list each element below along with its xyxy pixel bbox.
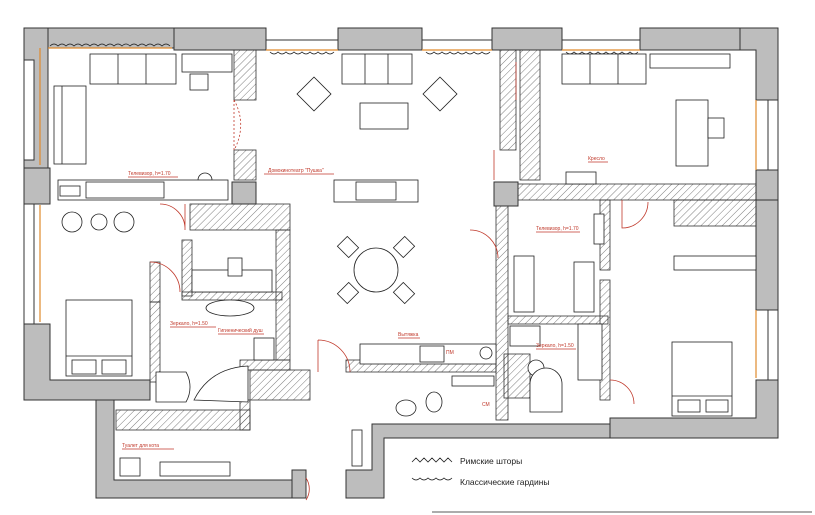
roman-blinds-symbol <box>411 457 453 463</box>
label-speaker: Домокинотеатр "Пушка" <box>268 168 324 174</box>
curtains <box>39 43 757 378</box>
doors <box>149 62 649 501</box>
furniture <box>53 53 757 477</box>
label-cat-toilet: Туалет для кота <box>122 443 159 449</box>
outer-walls <box>23 27 779 499</box>
label-hood: Вытяжка <box>398 332 419 338</box>
classic-curtains-symbol <box>411 477 453 481</box>
label-tv-right: Телевизор, h=1.70 <box>536 226 579 232</box>
legend-classic-curtains: Классические гардины <box>460 477 550 487</box>
legend-roman-blinds: Римские шторы <box>460 456 522 466</box>
label-shower: Гигиенический душ <box>218 327 263 334</box>
interior-walls <box>115 49 757 431</box>
legend: Римские шторы Классические гардины <box>411 456 812 513</box>
label-armchair: Кресло <box>588 156 605 162</box>
label-tv-left: Телевизор, h=1.70 <box>128 171 171 177</box>
label-mirror-right: Зеркало, h=1.50 <box>536 343 574 349</box>
label-dishwasher: ПМ <box>446 350 454 356</box>
label-mirror-left: Зеркало, h=1.50 <box>170 321 208 327</box>
annotations: Телевизор, h=1.70 Домокинотеатр "Пушка" … <box>122 156 608 450</box>
label-washer: СМ <box>482 402 490 408</box>
